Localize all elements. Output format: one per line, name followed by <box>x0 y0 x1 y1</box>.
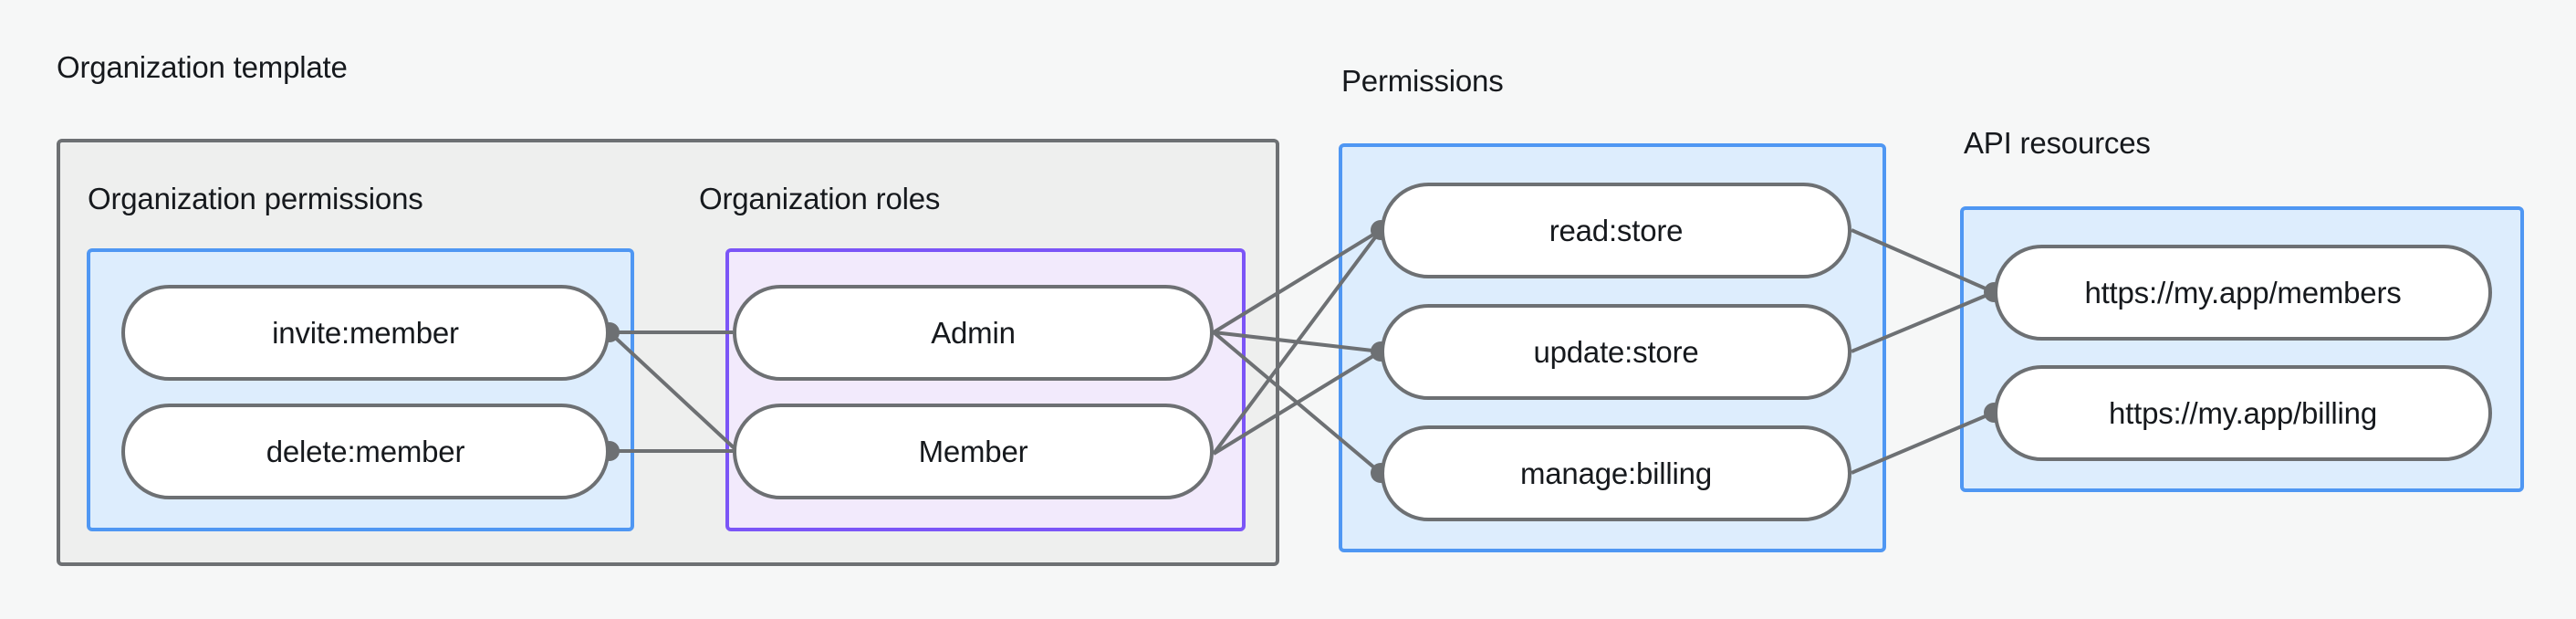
node-manage-billing[interactable]: manage:billing <box>1381 425 1851 521</box>
node-admin-label: Admin <box>931 315 1016 350</box>
node-admin[interactable]: Admin <box>733 285 1214 381</box>
node-manage-billing-label: manage:billing <box>1519 456 1712 490</box>
title-organization-template: Organization template <box>57 50 348 84</box>
node-update-store[interactable]: update:store <box>1381 304 1851 400</box>
node-delete-member[interactable]: delete:member <box>121 404 610 499</box>
node-invite-member[interactable]: invite:member <box>121 285 610 381</box>
node-invite-member-label: invite:member <box>272 315 459 350</box>
node-delete-member-label: delete:member <box>266 434 465 468</box>
node-member-label: Member <box>918 434 1028 468</box>
node-member[interactable]: Member <box>733 404 1214 499</box>
subtitle-organization-permissions: Organization permissions <box>88 182 423 215</box>
node-update-store-label: update:store <box>1533 334 1699 369</box>
node-billing-endpoint[interactable]: https://my.app/billing <box>1994 365 2492 461</box>
node-billing-endpoint-label: https://my.app/billing <box>2109 395 2377 430</box>
node-members-endpoint[interactable]: https://my.app/members <box>1994 245 2492 341</box>
title-permissions: Permissions <box>1341 64 1504 98</box>
node-members-endpoint-label: https://my.app/members <box>2084 275 2402 310</box>
title-api-resources: API resources <box>1964 126 2151 160</box>
subtitle-organization-roles: Organization roles <box>699 182 941 215</box>
node-read-store[interactable]: read:store <box>1381 183 1851 278</box>
node-read-store-label: read:store <box>1549 213 1684 247</box>
